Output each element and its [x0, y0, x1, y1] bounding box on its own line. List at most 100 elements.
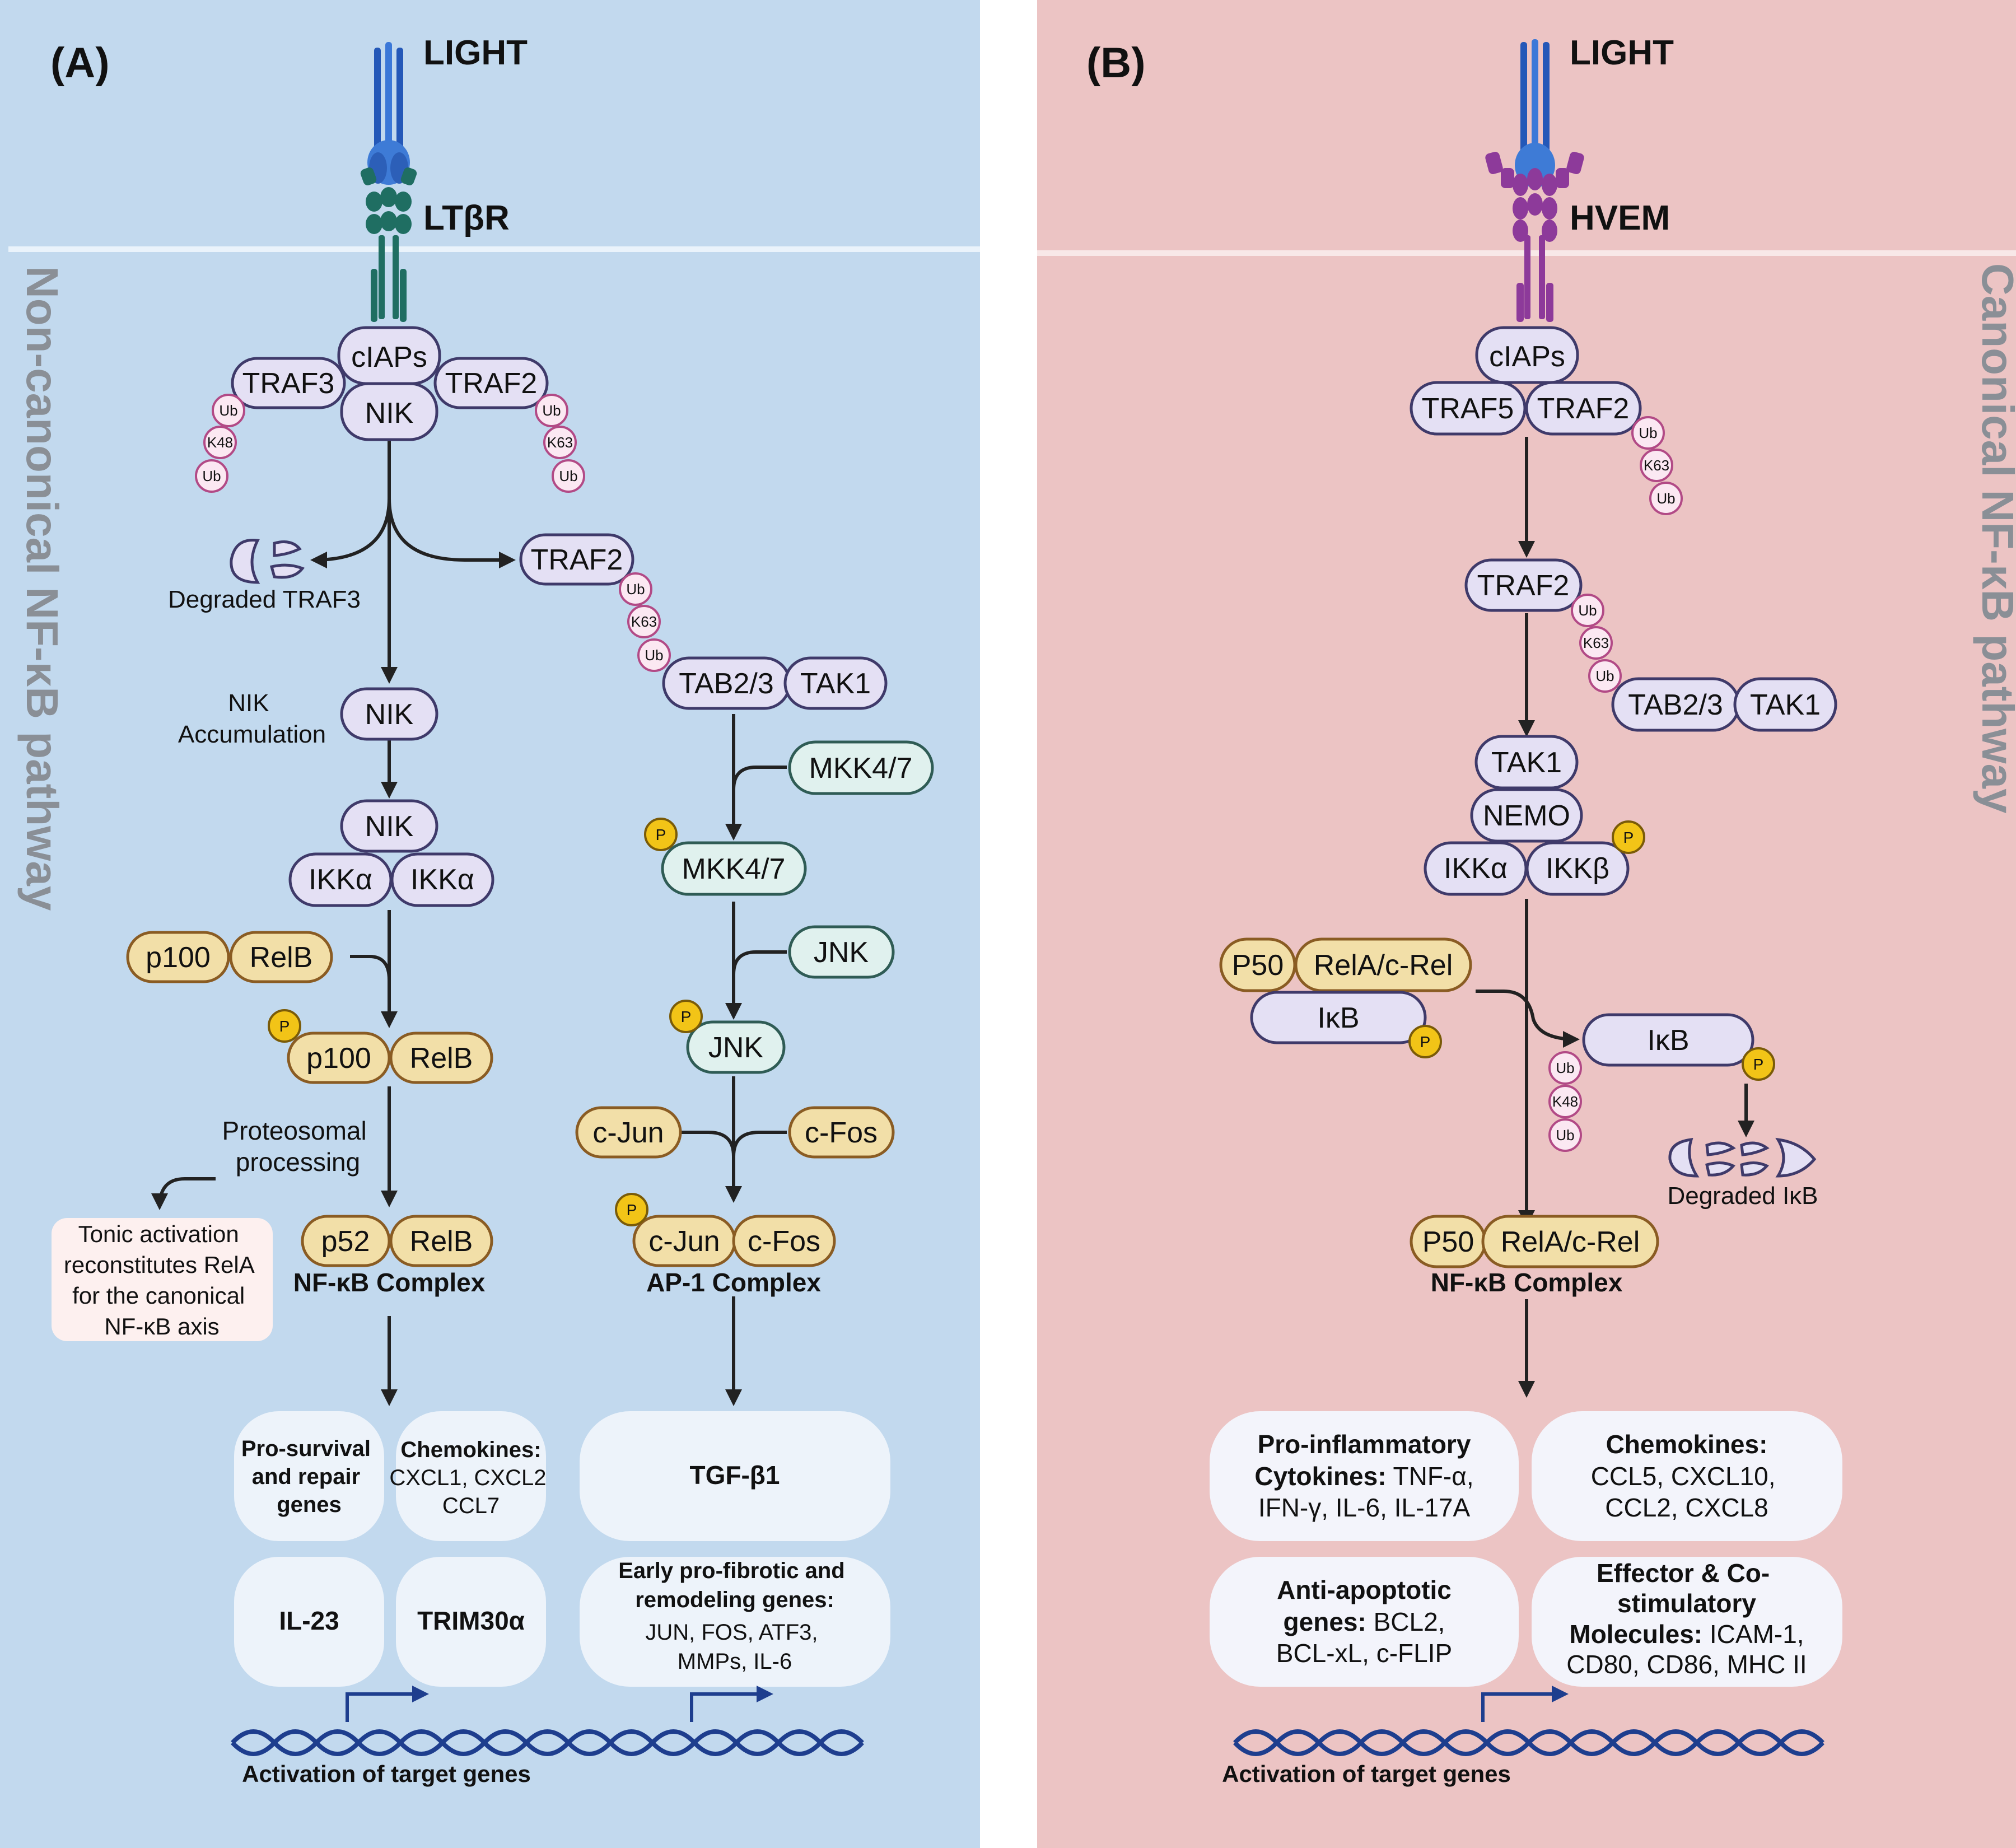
tak1-b-pair-node: [1733, 677, 1837, 732]
ikb-input-label: IκB: [1317, 1002, 1359, 1034]
cjun-phospho-label: P: [627, 1201, 637, 1219]
traf2-signal-ub-chain: Ub K63 Ub: [1571, 594, 1622, 693]
early-genes-line-2: MMPs, IL-6: [678, 1649, 792, 1674]
cfos-label: c-Fos: [748, 1225, 820, 1258]
traf2-b-ub-chain: Ub K63 Ub: [1631, 416, 1683, 515]
proinflammatory-cytokines-label: Cytokines:: [1254, 1462, 1386, 1491]
ub-label: Ub: [1595, 668, 1614, 684]
traf3-label: TRAF3: [242, 367, 335, 400]
tonic-line-3: for the canonical: [72, 1282, 245, 1309]
early-profibrotic-box: [580, 1557, 890, 1687]
traf2-node: [433, 357, 549, 409]
tonic-line-1: Tonic activation: [78, 1221, 239, 1247]
activation-b-label: Activation of target genes: [1222, 1761, 1511, 1787]
traf5-label: TRAF5: [1422, 393, 1514, 425]
light-hvem-receptor-icon: [1485, 39, 1584, 322]
relb-complex-label: RelB: [410, 1225, 473, 1258]
nik-ikk-label: NIK: [365, 810, 414, 843]
dna-helix-b-icon: [1233, 1729, 1824, 1756]
ikka-node-2: [390, 852, 494, 907]
ub-label: Ub: [1578, 602, 1597, 619]
nik-accumulation-line-1: NIK: [228, 689, 269, 717]
effector-title-line-2: stimulatory: [1617, 1589, 1756, 1618]
mkk47-phospho-label: P: [656, 826, 666, 843]
nik-node: [340, 382, 438, 441]
ub-label: Ub: [202, 468, 221, 484]
panel-gutter: [980, 0, 1037, 1848]
p50-label: P50: [1422, 1226, 1474, 1258]
tgfb1-label: TGF-β1: [690, 1460, 780, 1490]
k48-label: K48: [207, 434, 233, 451]
p50-input-label: P50: [1232, 949, 1284, 982]
early-title-line-2: remodeling genes:: [635, 1588, 834, 1612]
ikb-phospho-badge: [1742, 1047, 1775, 1081]
tonic-line-4: NF-κB axis: [104, 1313, 219, 1340]
cfos-input-label: c-Fos: [805, 1117, 878, 1149]
jnk-phospho-label: P: [681, 1008, 692, 1025]
rela-node: [1481, 1215, 1659, 1268]
effector-molecules-list: ICAM-1,: [1702, 1620, 1804, 1649]
relb-node: [229, 931, 333, 983]
panel-a-ligand-label: LIGHT: [423, 34, 528, 72]
panel-b-letter: (B): [1086, 39, 1146, 87]
degraded-traf3-icon: [230, 538, 305, 584]
cjun-label: c-Jun: [648, 1225, 720, 1258]
trim30a-label: TRIM30α: [417, 1606, 525, 1635]
relb-phospho-label: RelB: [410, 1042, 473, 1075]
nik-accumulation-line-2: Accumulation: [178, 721, 326, 748]
k63-label: K63: [1583, 634, 1609, 651]
early-profibrotic-genes: JUN, FOS, ATF3, MMPs, IL-6: [645, 1620, 824, 1674]
degraded-ikb-icon: [1668, 1137, 1817, 1178]
rela-input-node: [1294, 937, 1472, 992]
nemo-label: NEMO: [1483, 800, 1570, 832]
panel-b-arrows: [1476, 437, 1754, 1398]
light-ltbr-receptor-icon: [360, 42, 417, 322]
early-genes-line-1: JUN, FOS, ATF3,: [645, 1620, 818, 1645]
proinflammatory-line-3: IFN-γ, IL-6, IL-17A: [1258, 1493, 1471, 1522]
panel-a-arrows: [151, 440, 787, 1406]
antiapoptotic-genes-list: BCL2,: [1366, 1607, 1445, 1636]
cjun-input-node: [575, 1106, 682, 1159]
degraded-ikb-label: Degraded IκB: [1667, 1182, 1818, 1210]
chemokines-b-title: Chemokines:: [1606, 1430, 1768, 1459]
traf2-signal-label: TRAF2: [1477, 570, 1570, 602]
ub-label: Ub: [559, 468, 577, 484]
tak1-b-pair-label: TAK1: [1750, 689, 1821, 721]
tak1-node: [783, 656, 888, 710]
panel-a-side-label: Non-canonical NF-κB pathway: [17, 266, 67, 911]
p52-node: [301, 1215, 391, 1267]
effector-line-3: Molecules: ICAM-1,: [1569, 1620, 1804, 1649]
jnk-node: [686, 1020, 786, 1074]
nik-ikk-node: [340, 799, 438, 853]
chemokines-a-text: CXCL1, CXCL2 CCL7: [389, 1466, 552, 1518]
traf2-released-ub-chain: Ub K63 Ub: [619, 572, 671, 672]
tak1-b-label: TAK1: [1491, 746, 1562, 779]
ikb-input-phospho-label: P: [1420, 1033, 1431, 1051]
proinflammatory-line-2: Cytokines: TNF-α,: [1254, 1462, 1473, 1491]
prosurvival-line-3: genes: [277, 1492, 342, 1517]
il23-label: IL-23: [279, 1606, 339, 1635]
traf3-node: [231, 357, 346, 409]
traf5-node: [1410, 381, 1527, 436]
chemokines-a-box: [396, 1411, 546, 1541]
proinflammatory-title: Pro-inflammatory: [1258, 1430, 1471, 1459]
rela-label: RelA/c-Rel: [1501, 1226, 1640, 1258]
mkk47-input-label: MKK4/7: [809, 752, 913, 785]
ub-label: Ub: [219, 402, 237, 419]
panel-a-letter: (A): [50, 39, 110, 87]
p52-label: p52: [321, 1225, 370, 1258]
mkk47-node: [661, 841, 807, 896]
nfkb-complex-b-label: NF-κB Complex: [1431, 1268, 1623, 1297]
ikb-node: [1582, 1013, 1754, 1067]
rela-input-label: RelA/c-Rel: [1314, 949, 1453, 982]
chemokines-b-text: CCL5, CXCL10, CCL2, CXCL8: [1591, 1462, 1783, 1522]
panel-b-ligand-label: LIGHT: [1570, 34, 1674, 72]
antiapoptotic-line-2: genes: BCL2,: [1284, 1607, 1445, 1636]
relb-label: RelB: [250, 941, 313, 974]
cjun-phospho-badge: [615, 1193, 648, 1226]
panel-b: (B) Canonical NF-κB pathway: [1037, 0, 2016, 1848]
p100-node: [126, 931, 230, 983]
effector-line-4: CD80, CD86, MHC II: [1566, 1650, 1807, 1679]
chemokines-b-line-1: CCL5, CXCL10,: [1591, 1462, 1776, 1491]
